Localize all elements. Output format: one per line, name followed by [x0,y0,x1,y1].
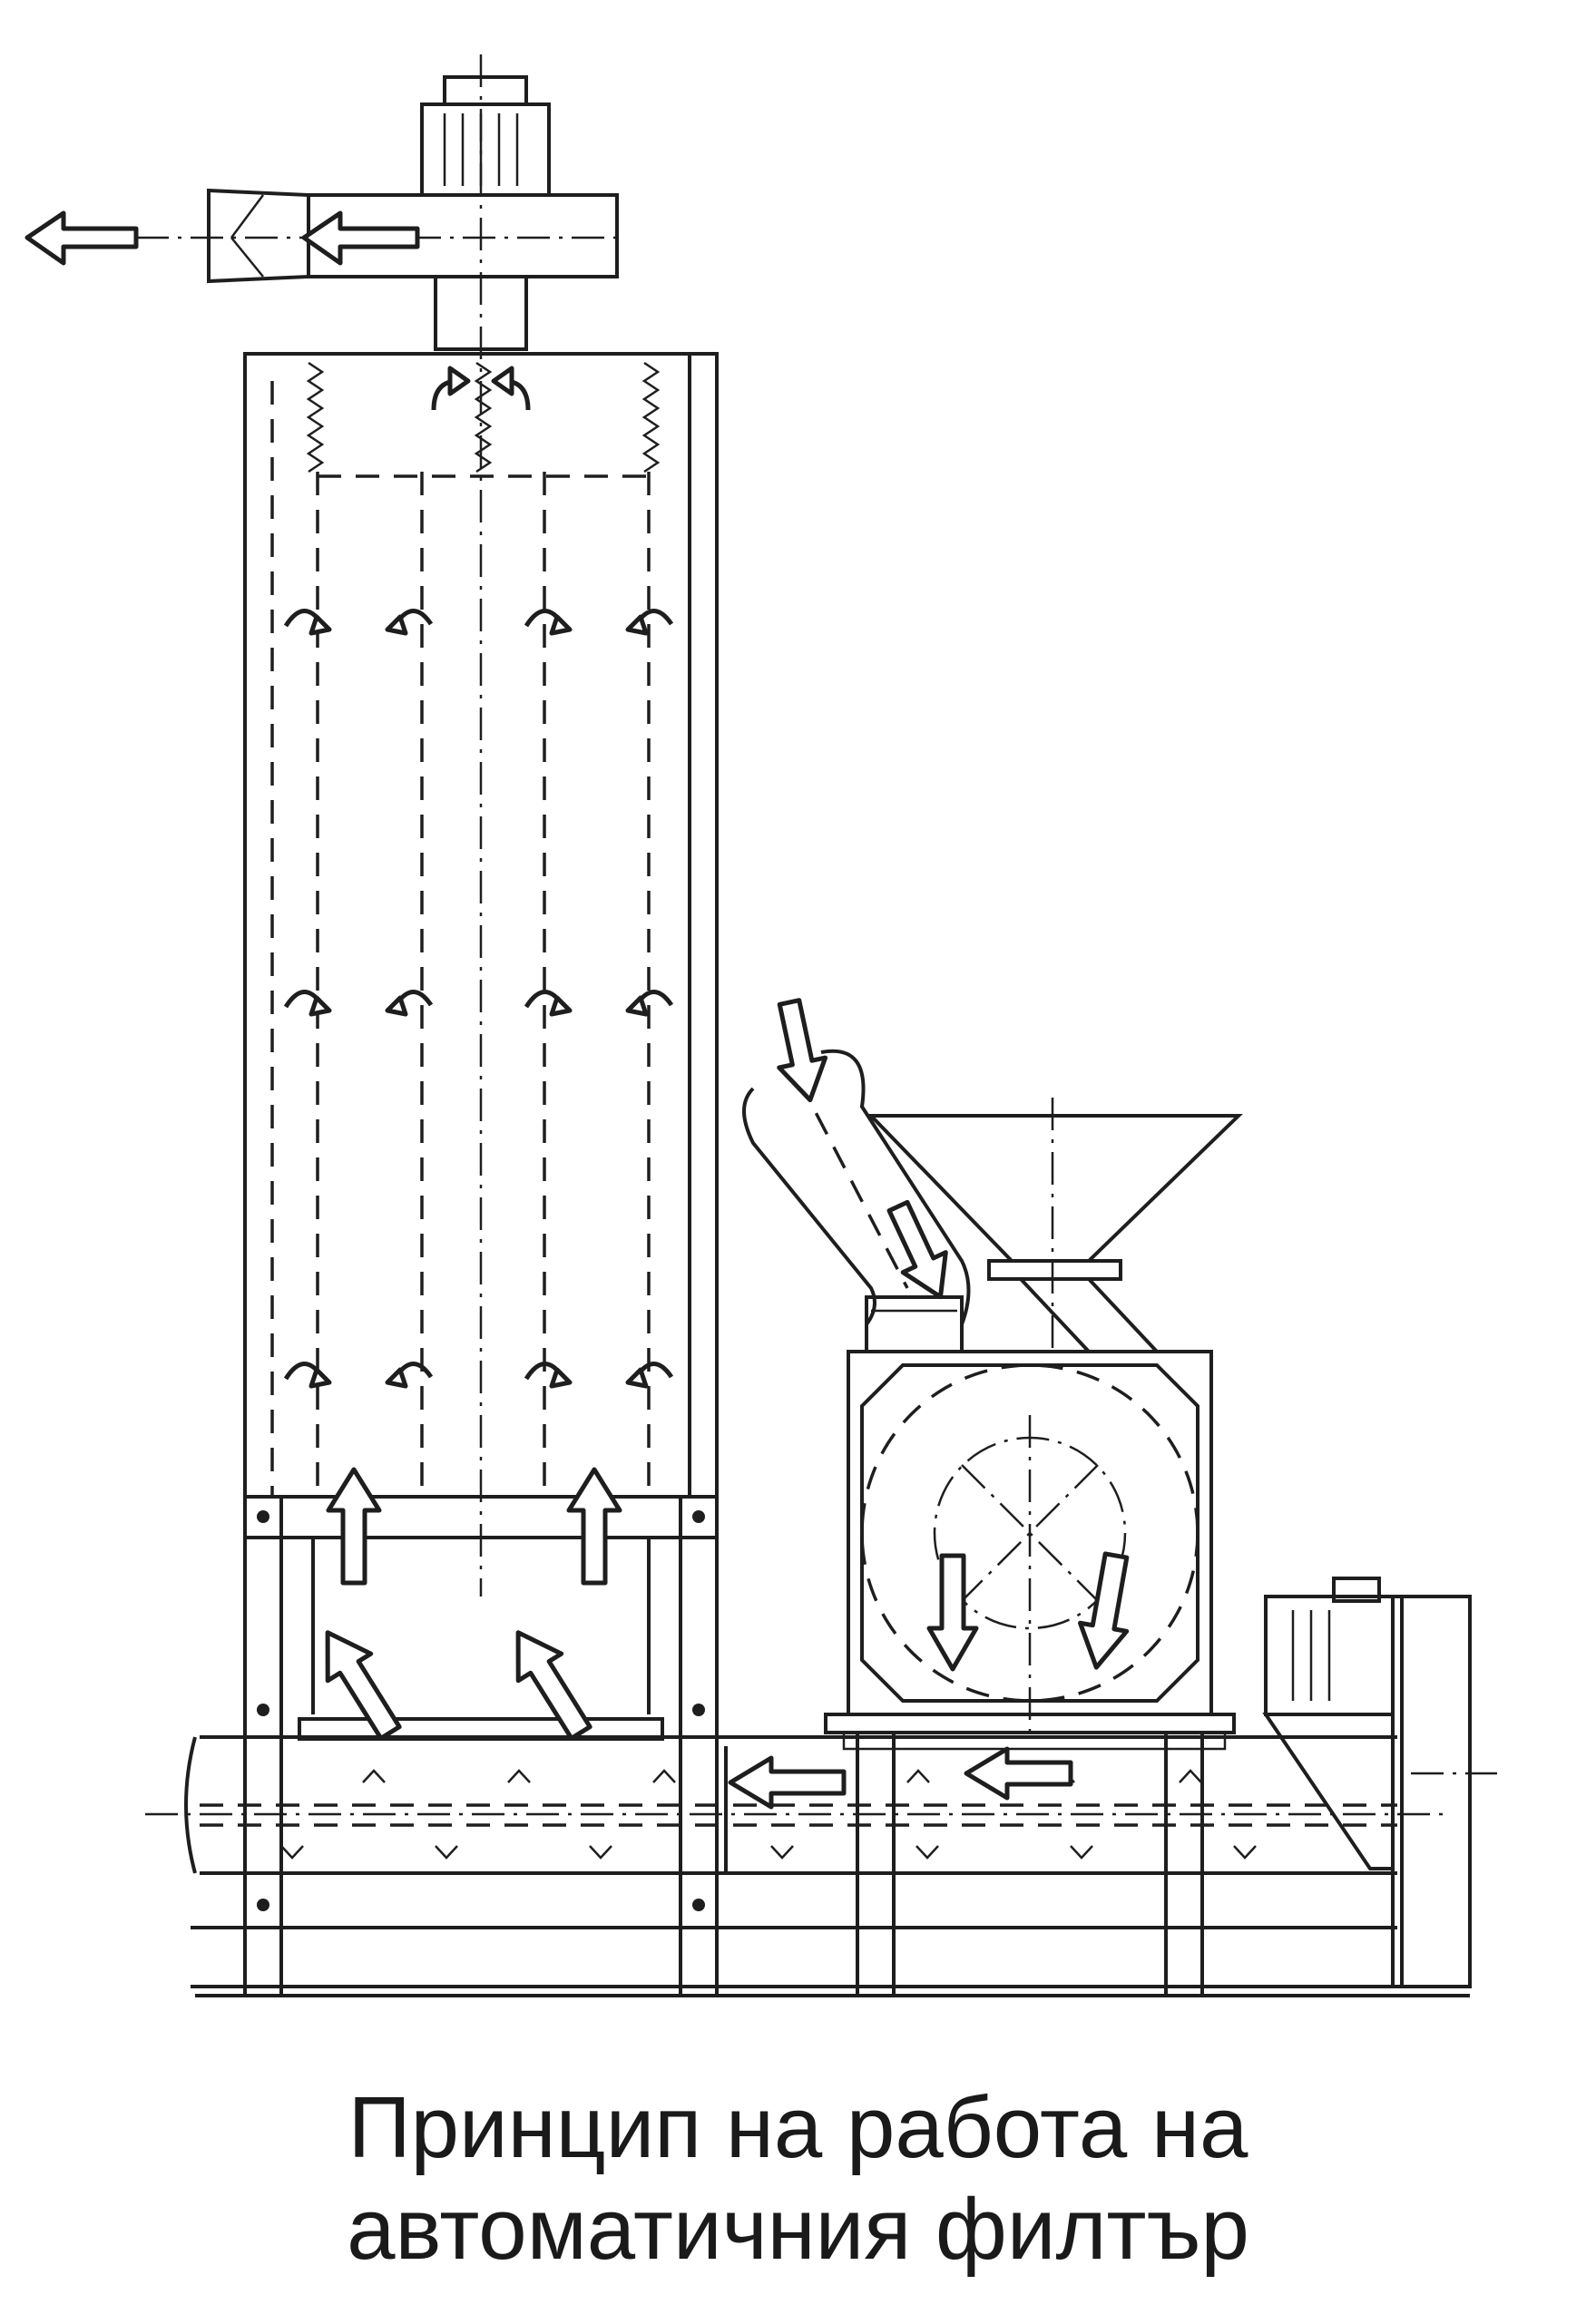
conveyor-duct [145,1735,1470,1988]
recirculation-arrows [283,366,674,1389]
duct-flow-arrow-right [964,1746,1073,1801]
caption-line-2: автоматичния филтър [347,2181,1249,2278]
hopper [867,1098,1243,1353]
side-blower [1262,1577,1497,1988]
filter-tower [243,352,719,1499]
outflow-arrow [24,210,139,266]
inflow-arrow-diagonal-right [515,1630,592,1741]
separator-arrow-left [926,1553,979,1672]
separator-unit [824,1350,1236,1997]
caption-line-1: Принцип на работа на [348,2079,1248,2176]
caption: Принцип на работа на автоматичния филтър [0,2077,1596,2280]
hose-flow-arrow [886,1199,948,1300]
inflow-arrow-left [326,1467,382,1586]
inflow-arrow-right [566,1467,622,1586]
support-frame [243,1495,719,1997]
inflow-arrow-diagonal-left [325,1630,402,1741]
fan-flow-arrow [301,210,420,266]
hose-inflow-arrow [777,998,828,1103]
separator-arrow-right [1078,1551,1130,1670]
duct-flow-arrow-left [728,1755,847,1810]
inlet-hose [742,1049,971,1353]
